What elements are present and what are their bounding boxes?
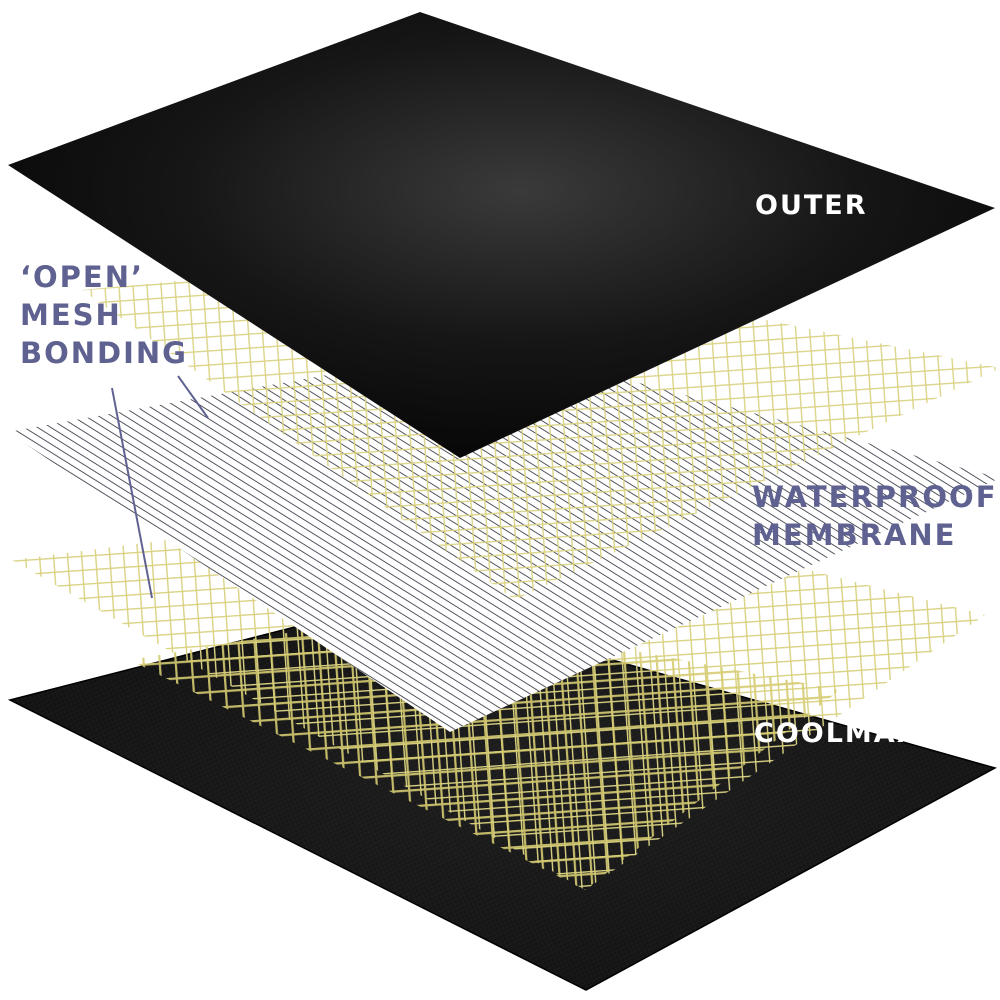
outer-label: OUTER: [755, 190, 868, 221]
coolmax-label: COOLMAX®: [754, 718, 949, 749]
outer-layer: [8, 12, 995, 458]
mesh-label-line: BONDING: [20, 336, 188, 370]
membrane-label-line: MEMBRANE: [752, 518, 957, 552]
membrane-label-line: WATERPROOF: [752, 480, 998, 514]
mesh-bonding-label: ‘OPEN’ MESH BONDING: [20, 258, 188, 372]
waterproof-membrane-label: WATERPROOF MEMBRANE: [752, 478, 998, 554]
mesh-label-line: ‘OPEN’: [20, 260, 145, 294]
mesh-leader-lines: [111, 375, 209, 599]
mesh-label-line: MESH: [20, 298, 122, 332]
